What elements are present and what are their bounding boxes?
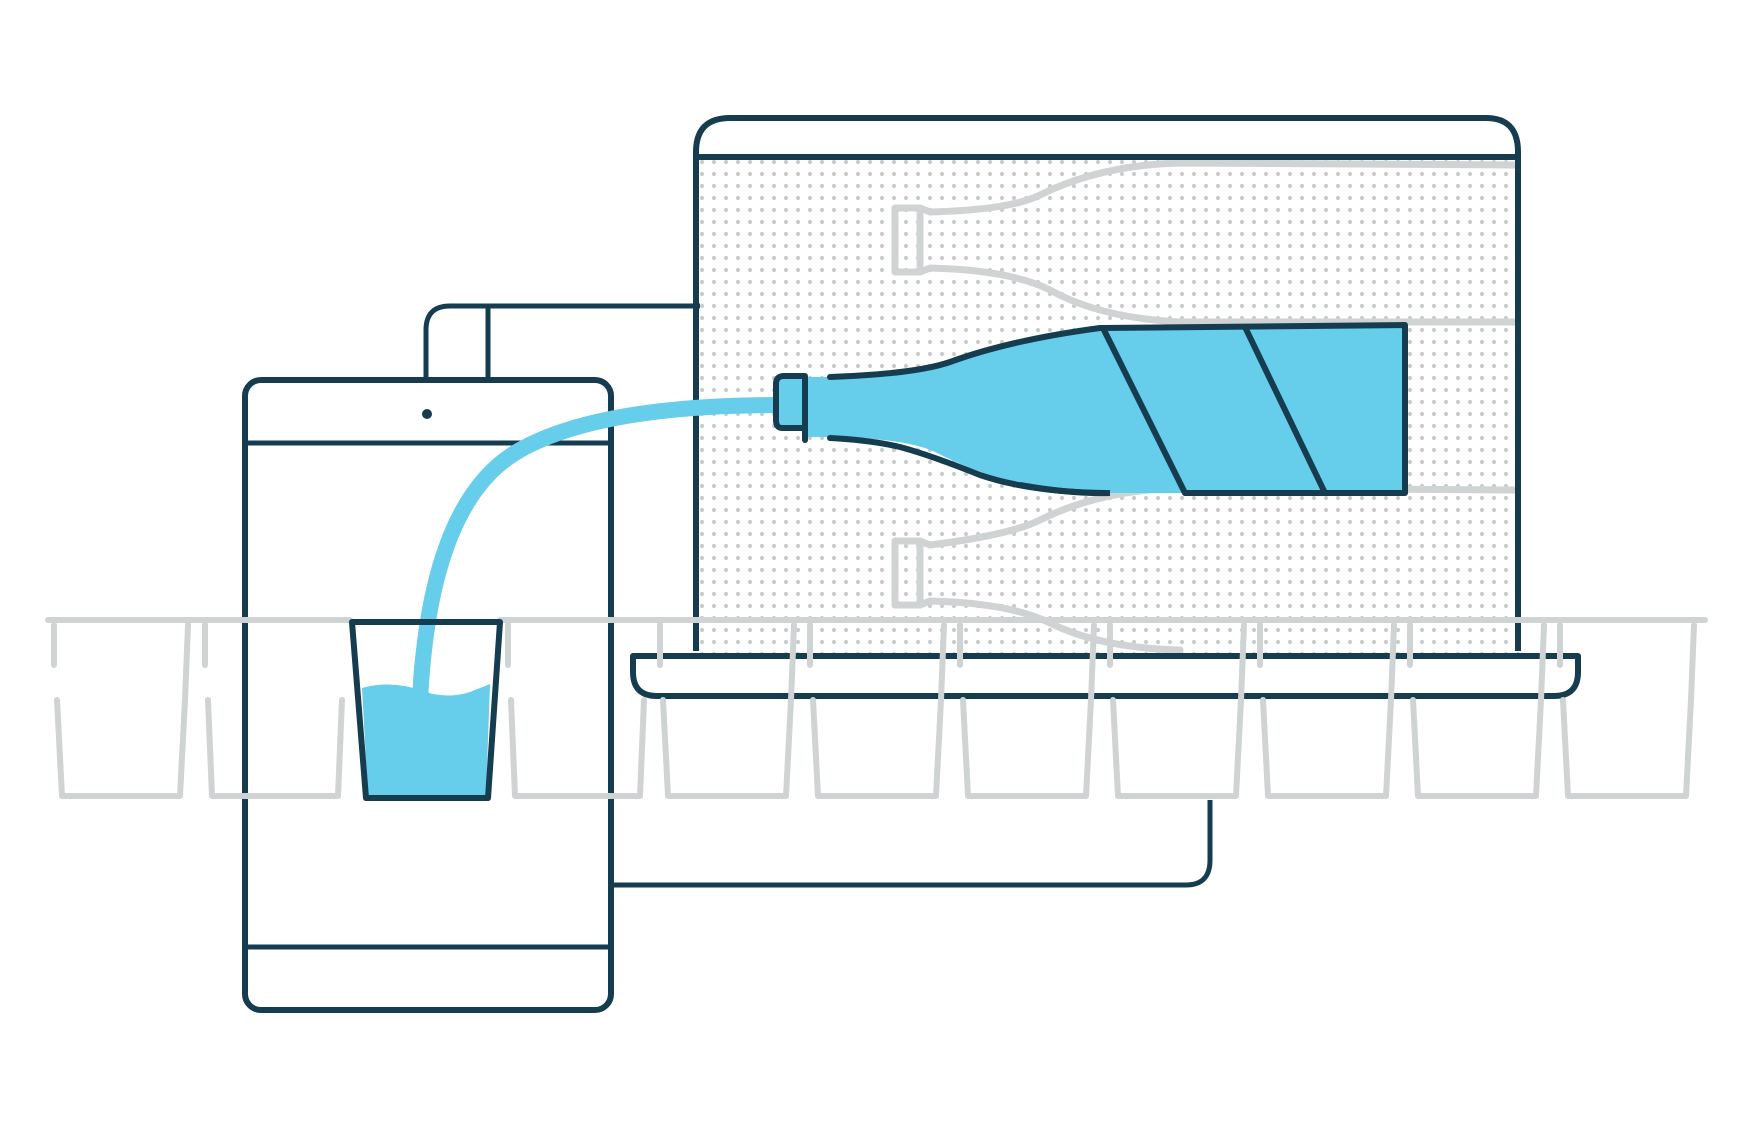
- camera-icon: [422, 409, 432, 419]
- ghost-cup-icon: [1407, 622, 1547, 799]
- pour-stream-icon: [412, 397, 788, 708]
- ghost-cup-icon: [51, 622, 191, 799]
- ghost-cup-icon: [1107, 622, 1247, 799]
- tablet-icon: [423, 303, 1213, 888]
- bottle-icon: [773, 322, 1408, 497]
- ghost-cup-icon: [957, 622, 1097, 799]
- ghost-cup-icon: [1257, 622, 1397, 799]
- ghost-cup-icon: [1557, 622, 1697, 799]
- ghost-cup-icon: [807, 622, 947, 799]
- ghost-cup-icon: [657, 622, 797, 799]
- cup-row-front-icon: [197, 617, 647, 799]
- ghost-bottle-bottom-icon: [891, 484, 1519, 654]
- glass-icon: [349, 619, 503, 801]
- ghost-bottle-top-icon: [891, 159, 1519, 326]
